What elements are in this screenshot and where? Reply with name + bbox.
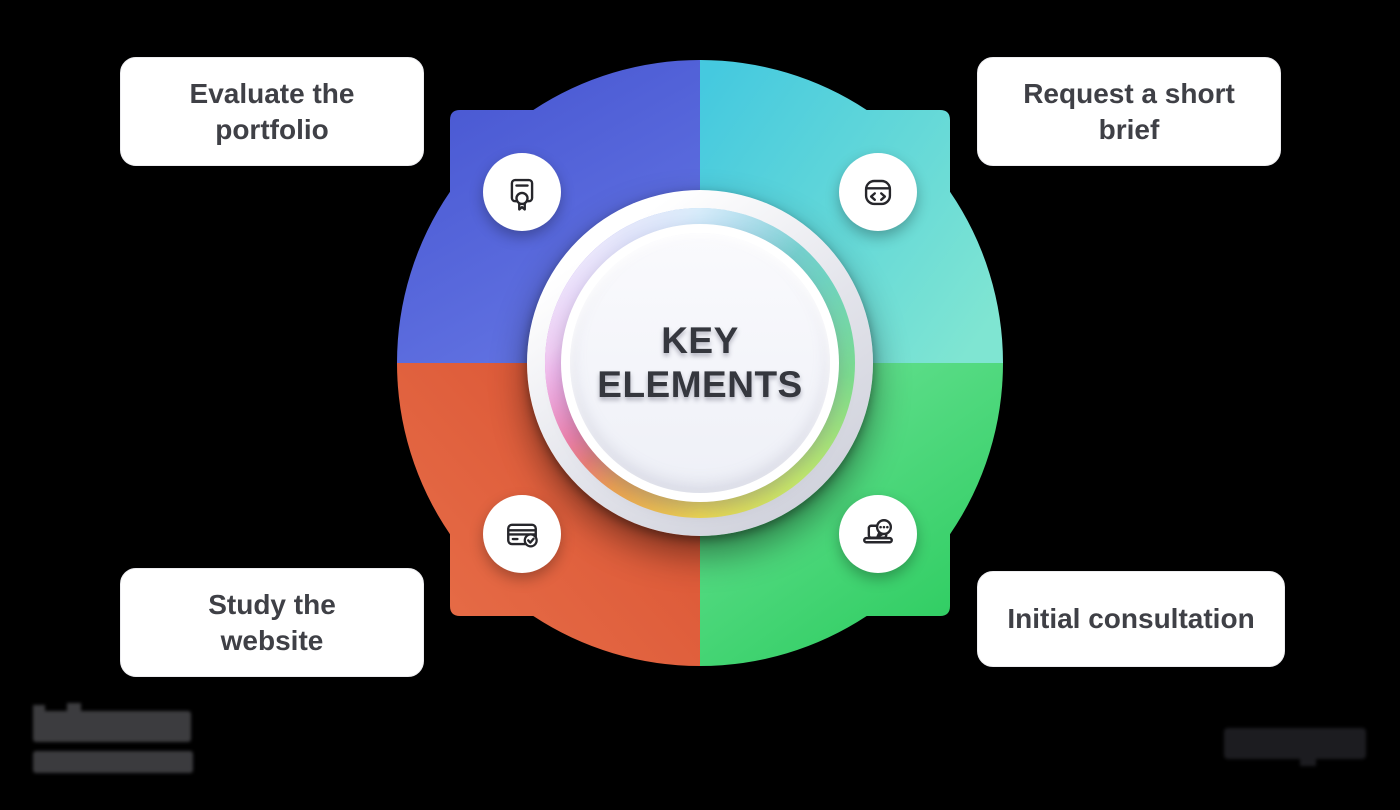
label-card-evaluate-portfolio: Evaluate the portfolio <box>120 57 424 166</box>
card-check-icon <box>507 523 538 548</box>
label-text: Initial consultation <box>1007 603 1255 635</box>
hub-inner-circle: KEY ELEMENTS <box>570 233 830 493</box>
badge-evaluate-portfolio <box>483 153 561 231</box>
badge-study-website <box>483 495 561 573</box>
corner-watermark <box>1224 728 1366 766</box>
brand-logo-line1 <box>33 703 191 742</box>
label-text: Study the website <box>208 588 336 656</box>
label-card-request-brief: Request a short brief <box>977 57 1281 166</box>
badge-initial-consultation <box>839 495 917 573</box>
center-title: KEY ELEMENTS <box>597 319 803 405</box>
center-hub: KEY ELEMENTS <box>527 190 873 536</box>
label-card-study-website: Study the website <box>120 568 424 677</box>
label-text: Evaluate the portfolio <box>189 77 355 145</box>
laptop-chat-icon <box>863 519 893 544</box>
label-text: Request a short brief <box>1023 77 1235 145</box>
certificate-icon <box>510 178 534 211</box>
badge-request-brief <box>839 153 917 231</box>
brand-logo-line2 <box>33 751 193 773</box>
code-window-icon <box>864 179 892 206</box>
label-card-initial-consultation: Initial consultation <box>977 571 1285 667</box>
